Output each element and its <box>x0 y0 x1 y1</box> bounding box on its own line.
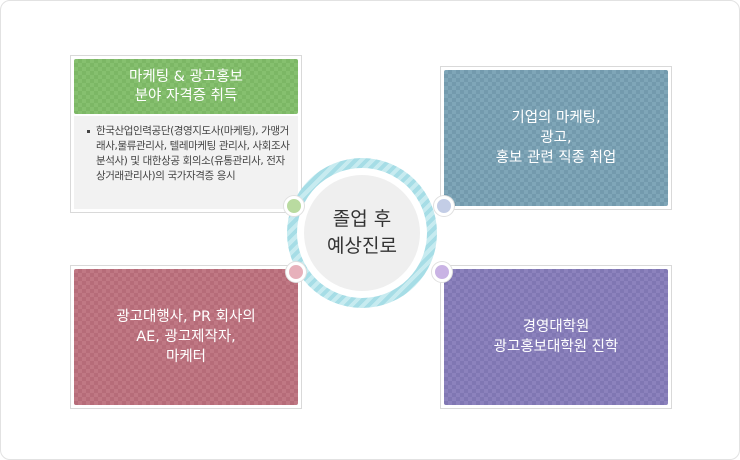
connector-dot-green <box>284 196 304 216</box>
certification-list-item: 한국산업인력공단(경영지도사(마케팅), 가맹거래사,물류관리사, 텔레마케팅 … <box>87 124 292 184</box>
connector-dot-rose <box>286 262 306 282</box>
agency-box: 광고대행사, PR 회사의 AE, 광고제작자, 마케터 <box>70 265 302 409</box>
graduate-school-box-inner: 경영대학원 광고홍보대학원 진학 <box>444 269 668 405</box>
agency-box-inner: 광고대행사, PR 회사의 AE, 광고제작자, 마케터 <box>74 269 298 405</box>
hub-center: 졸업 후 예상진로 <box>304 175 420 291</box>
employment-box-inner: 기업의 마케팅, 광고, 홍보 관련 직종 취업 <box>444 70 668 206</box>
agency-box-label: 광고대행사, PR 회사의 AE, 광고제작자, 마케터 <box>116 309 256 365</box>
hub-label: 졸업 후 예상진로 <box>327 208 397 257</box>
certification-list: 한국산업인력공단(경영지도사(마케팅), 가맹거래사,물류관리사, 텔레마케팅 … <box>74 116 298 184</box>
certification-box-body: 한국산업인력공단(경영지도사(마케팅), 가맹거래사,물류관리사, 텔레마케팅 … <box>74 116 298 209</box>
certification-box-title: 마케팅 & 광고홍보 분야 자격증 취득 <box>129 68 243 104</box>
connector-dot-purple <box>432 262 452 282</box>
certification-box-header: 마케팅 & 광고홍보 분야 자격증 취득 <box>74 59 298 114</box>
graduate-school-box-label: 경영대학원 광고홍보대학원 진학 <box>493 319 619 355</box>
certification-box: 마케팅 & 광고홍보 분야 자격증 취득 한국산업인력공단(경영지도사(마케팅)… <box>70 55 302 213</box>
graduate-school-box: 경영대학원 광고홍보대학원 진학 <box>440 265 672 409</box>
connector-dot-blue <box>434 196 454 216</box>
employment-box: 기업의 마케팅, 광고, 홍보 관련 직종 취업 <box>440 66 672 210</box>
employment-box-label: 기업의 마케팅, 광고, 홍보 관련 직종 취업 <box>495 110 617 166</box>
